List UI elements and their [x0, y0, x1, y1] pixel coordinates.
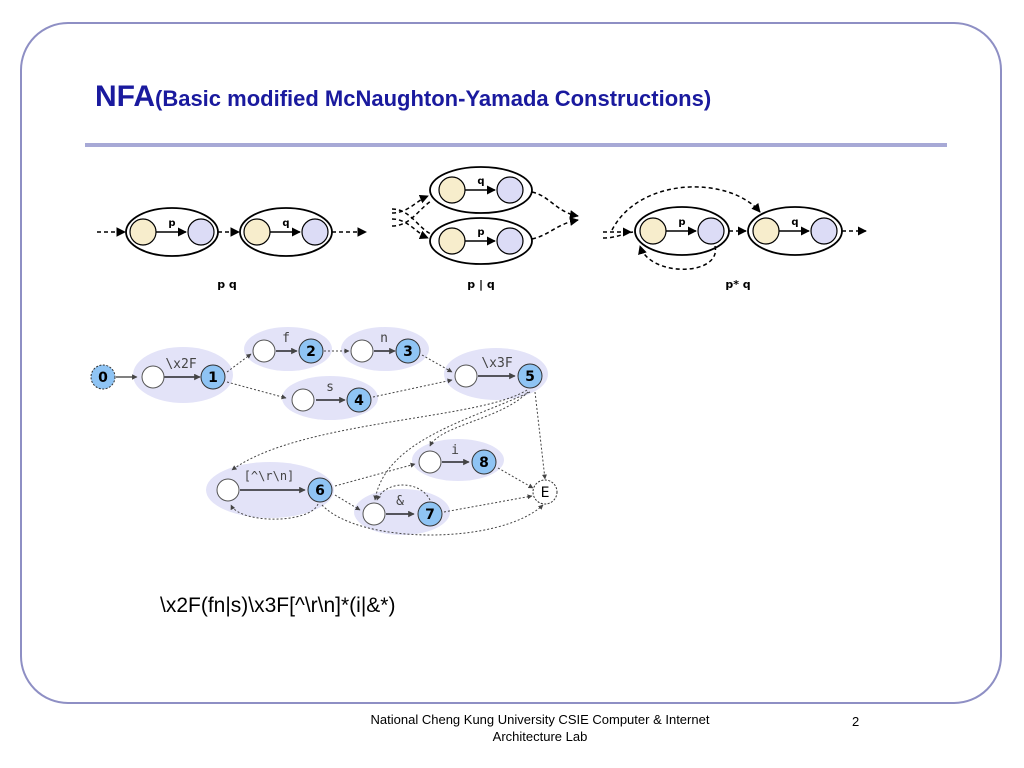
star-p-start [639, 217, 667, 245]
union-entry-top-b [391, 200, 432, 227]
label-class: [^\r\n] [244, 469, 295, 483]
nfa-state-3 [395, 338, 421, 364]
nfa-state-8 [471, 449, 497, 475]
edge-5-to-j [373, 391, 531, 501]
nfa-state-1-label: 1 [208, 370, 218, 386]
slide-frame [20, 22, 1002, 704]
star-construction: p q p* q [602, 186, 867, 291]
union-q-boundary [429, 166, 533, 214]
nfa-state-e [454, 364, 478, 388]
footer-text: National Cheng Kung University CSIE Comp… [370, 712, 710, 744]
nfa-state-0-label: 0 [98, 370, 108, 386]
slide-title: NFA(Basic modified McNaughton-Yamada Con… [95, 80, 711, 114]
title-main: NFA [95, 80, 155, 113]
edge-3-to-e [421, 354, 453, 373]
star-loop-arrow [638, 245, 716, 270]
concat-q-end [301, 218, 329, 246]
nfa-state-1 [200, 364, 226, 390]
edge-6-to-h [334, 462, 416, 487]
nfa-state-5-label: 5 [525, 369, 535, 385]
union-q-label: q [477, 176, 484, 187]
union-p-label: p [477, 227, 484, 238]
edge-6-to-j [334, 494, 361, 511]
title-rule [85, 143, 947, 147]
star-p-label: p [678, 217, 685, 228]
blob-x2f [133, 347, 233, 403]
regex-expression: \x2F(fn|s)\x3F[^\r\n]*(i|&*) [160, 594, 396, 617]
nfa-state-0 [90, 364, 116, 390]
edge-8-to-e-final [497, 467, 534, 489]
union-p-start [438, 227, 466, 255]
blob-x3f [444, 348, 548, 400]
edge-1-to-d [226, 381, 287, 400]
union-caption: p | q [467, 278, 494, 291]
edge-5-to-h [429, 391, 529, 447]
nfa-state-6 [307, 477, 333, 503]
nfa-state-a [141, 365, 165, 389]
concat-p-label: p [168, 218, 175, 229]
nfa-state-8-label: 8 [479, 455, 489, 471]
edge-1-to-b [226, 353, 252, 373]
edge-6-to-e-final [321, 504, 544, 536]
union-entry-bottom-b [391, 208, 432, 235]
nfa-state-4-label: 4 [354, 393, 364, 409]
union-entry-top-a [391, 194, 429, 214]
union-p-end [496, 227, 524, 255]
star-q-start [752, 217, 780, 245]
star-q-label: q [791, 217, 798, 228]
title-sub: (Basic modified McNaughton-Yamada Constr… [155, 86, 712, 111]
union-exit-bottom [531, 217, 579, 240]
label-x3f: \x3F [481, 356, 512, 371]
union-q-end [496, 176, 524, 204]
star-caption: p* q [725, 278, 750, 291]
nfa-state-g [216, 478, 240, 502]
label-n: n [380, 331, 388, 346]
nfa-state-7-label: 7 [425, 507, 435, 523]
label-i: i [451, 443, 459, 458]
nfa-state-3-label: 3 [403, 344, 413, 360]
star-entry-arrow-b [602, 231, 634, 239]
nfa-state-E [532, 479, 558, 505]
concat-construction: p q p q [97, 207, 367, 291]
concat-caption: p q [217, 278, 237, 291]
nfa-state-E-label: E [541, 485, 550, 501]
nfa-state-b [252, 339, 276, 363]
star-p-end [697, 217, 725, 245]
edge-6-loop-back [230, 503, 319, 520]
edge-5-to-e-final [534, 391, 547, 480]
nfa-state-2-label: 2 [306, 344, 316, 360]
union-p-boundary [429, 217, 533, 265]
nfa-state-7 [417, 501, 443, 527]
edge-7-to-e-final [443, 494, 533, 513]
label-x2f: \x2F [165, 357, 196, 372]
nfa-state-d [291, 388, 315, 412]
nfa-state-5 [517, 363, 543, 389]
edge-7-loop-back [376, 484, 431, 501]
nfa-state-c [350, 339, 374, 363]
star-q-end [810, 217, 838, 245]
label-amp: & [396, 494, 404, 509]
union-exit-top [531, 191, 579, 219]
union-q-start [438, 176, 466, 204]
concat-q-start [243, 218, 271, 246]
concat-p-start [129, 218, 157, 246]
nfa-state-2 [298, 338, 324, 364]
union-construction: q p p | q [391, 166, 579, 291]
label-s: s [326, 380, 334, 395]
label-f: f [282, 331, 290, 346]
concat-q-label: q [282, 218, 289, 229]
nfa-state-h [418, 450, 442, 474]
union-entry-bottom-a [391, 218, 429, 240]
edge-4-to-e [372, 378, 453, 398]
concat-p-end [187, 218, 215, 246]
nfa-state-6-label: 6 [315, 483, 325, 499]
nfa-state-j [362, 502, 386, 526]
page-number: 2 [852, 714, 860, 729]
nfa-state-4 [346, 387, 372, 413]
star-bypass-arrow [611, 186, 761, 231]
example-nfa: \x2F f n s \x3F [^\r\n] i & [90, 327, 558, 536]
